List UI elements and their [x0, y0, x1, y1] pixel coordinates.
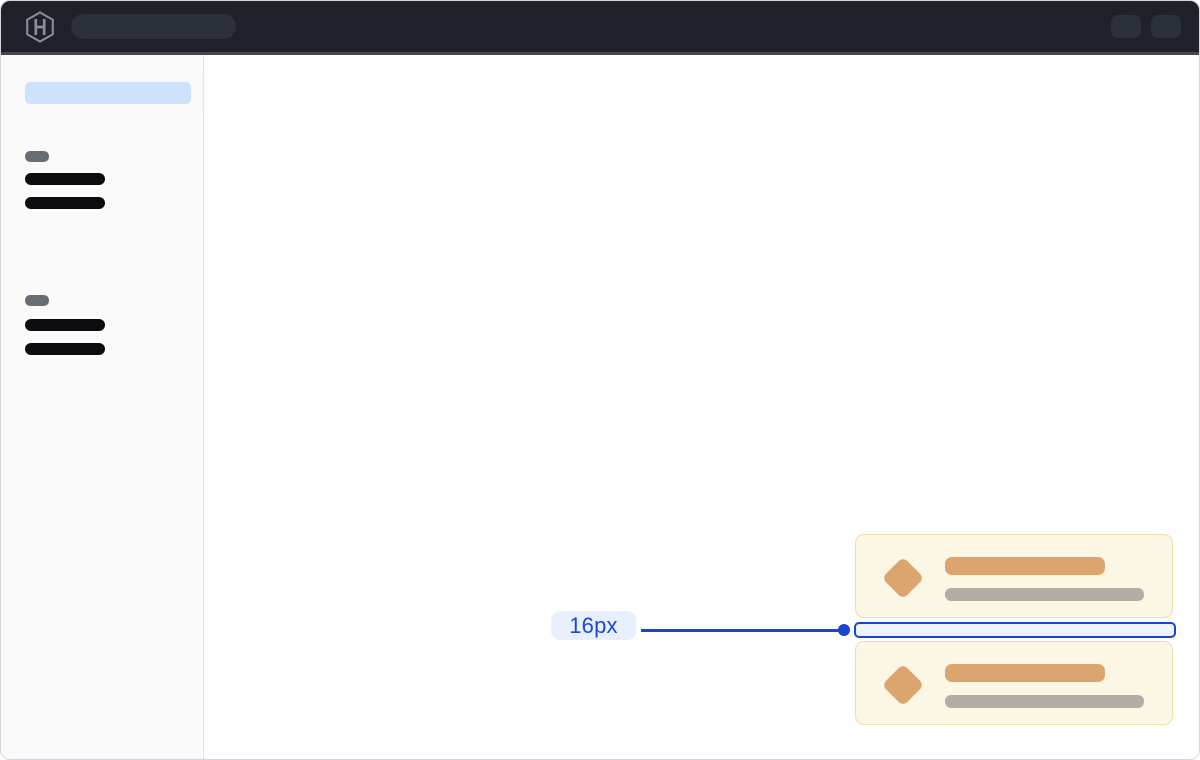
annotation-leader-line	[641, 629, 841, 632]
sidebar	[1, 55, 204, 759]
hashicorp-logo-icon	[25, 10, 55, 43]
list-card[interactable]	[855, 641, 1173, 725]
diamond-icon	[881, 663, 925, 707]
diamond-icon	[881, 556, 925, 600]
top-navigation-bar	[1, 1, 1199, 55]
card-subtitle-skeleton	[945, 588, 1144, 601]
card-title-skeleton	[945, 557, 1105, 575]
sidebar-nav-item-skeleton[interactable]	[25, 343, 105, 355]
card-subtitle-skeleton	[945, 695, 1144, 708]
card-title-skeleton	[945, 664, 1105, 682]
user-menu-skeleton[interactable]	[1151, 15, 1181, 38]
spacing-annotation-label: 16px	[551, 611, 636, 640]
sidebar-active-item-skeleton[interactable]	[25, 82, 191, 104]
home-logo-link[interactable]	[25, 10, 55, 43]
list-card[interactable]	[855, 534, 1173, 618]
annotation-leader-dot	[838, 624, 850, 636]
sidebar-section-label-skeleton	[25, 295, 49, 306]
sidebar-nav-item-skeleton[interactable]	[25, 197, 105, 209]
search-input-skeleton[interactable]	[71, 14, 236, 39]
help-button-skeleton[interactable]	[1111, 15, 1141, 38]
sidebar-nav-item-skeleton[interactable]	[25, 173, 105, 185]
sidebar-nav-item-skeleton[interactable]	[25, 319, 105, 331]
spacing-gap-highlight	[854, 622, 1176, 638]
sidebar-section-label-skeleton	[25, 151, 49, 162]
